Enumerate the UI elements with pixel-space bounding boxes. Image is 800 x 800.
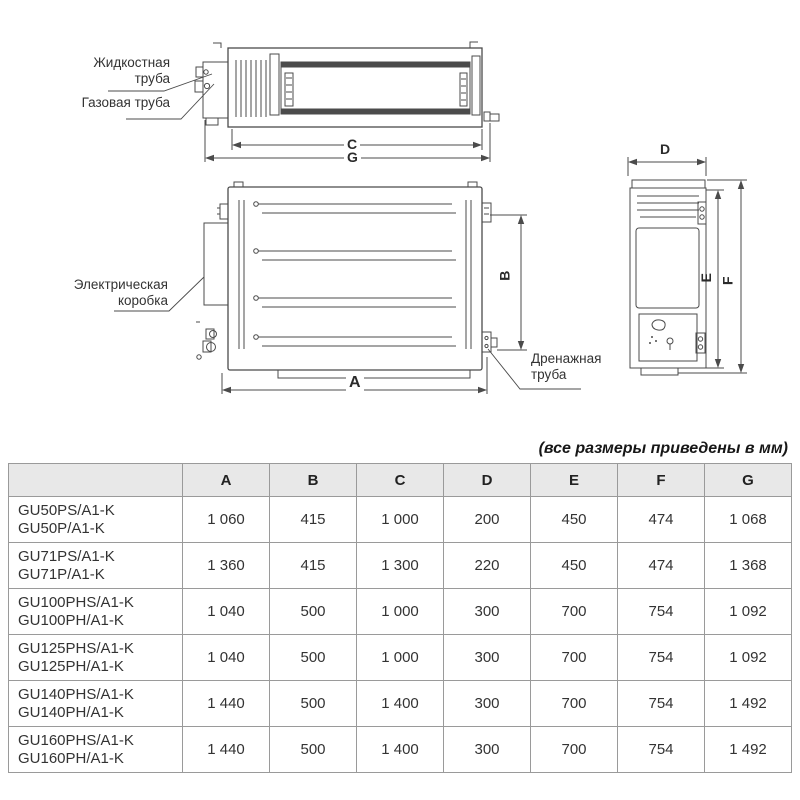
value-cell: 500 xyxy=(269,588,357,635)
model-cell: GU140PHS/A1-K GU140PH/A1-K xyxy=(8,680,183,727)
model-name: GU71P/A1-K xyxy=(18,565,105,583)
leader-lines xyxy=(108,73,581,390)
table-row: GU71PS/A1-K GU71P/A1-K 1 360 415 1 300 2… xyxy=(8,542,792,589)
electrical-box-label-line2: коробка xyxy=(117,293,168,308)
table-header-row: A B C D E F G xyxy=(8,463,792,497)
value-cell: 1 060 xyxy=(182,496,270,543)
model-cell: GU160PHS/A1-K GU160PH/A1-K xyxy=(8,726,183,773)
model-cell: GU71PS/A1-K GU71P/A1-K xyxy=(8,542,183,589)
header-e: E xyxy=(530,463,618,497)
value-cell: 1 092 xyxy=(704,634,792,681)
header-b: B xyxy=(269,463,357,497)
model-name: GU71PS/A1-K xyxy=(18,547,115,565)
header-g: G xyxy=(704,463,792,497)
value-cell: 300 xyxy=(443,726,531,773)
dim-letter-b: B xyxy=(496,270,513,281)
table-row: GU140PHS/A1-K GU140PH/A1-K 1 440 500 1 4… xyxy=(8,680,792,727)
value-cell: 1 400 xyxy=(356,680,444,727)
liquid-pipe-label-line2: труба xyxy=(134,71,170,86)
header-c: C xyxy=(356,463,444,497)
table-row: GU100PHS/A1-K GU100PH/A1-K 1 040 500 1 0… xyxy=(8,588,792,635)
value-cell: 1 368 xyxy=(704,542,792,589)
value-cell: 700 xyxy=(530,634,618,681)
side-view xyxy=(627,157,747,376)
value-cell: 450 xyxy=(530,542,618,589)
liquid-pipe-label-line1: Жидкостная xyxy=(93,55,170,70)
dim-letter-f: F xyxy=(719,276,736,285)
top-view xyxy=(194,41,500,162)
value-cell: 474 xyxy=(617,542,705,589)
value-cell: 754 xyxy=(617,634,705,681)
value-cell: 450 xyxy=(530,496,618,543)
model-name: GU125PH/A1-K xyxy=(18,657,124,675)
dimensions-table: A B C D E F G GU50PS/A1-K GU50P/A1-K 1 0… xyxy=(8,463,792,773)
model-name: GU50PS/A1-K xyxy=(18,501,115,519)
value-cell: 754 xyxy=(617,588,705,635)
value-cell: 1 492 xyxy=(704,680,792,727)
value-cell: 220 xyxy=(443,542,531,589)
value-cell: 700 xyxy=(530,588,618,635)
electrical-box-label: Электрическая коробка xyxy=(26,277,168,309)
value-cell: 1 300 xyxy=(356,542,444,589)
model-cell: GU100PHS/A1-K GU100PH/A1-K xyxy=(8,588,183,635)
value-cell: 415 xyxy=(269,542,357,589)
value-cell: 1 040 xyxy=(182,588,270,635)
value-cell: 1 440 xyxy=(182,726,270,773)
value-cell: 1 400 xyxy=(356,726,444,773)
model-name: GU160PH/A1-K xyxy=(18,749,124,767)
model-cell: GU125PHS/A1-K GU125PH/A1-K xyxy=(8,634,183,681)
dim-letter-d: D xyxy=(660,141,671,157)
value-cell: 415 xyxy=(269,496,357,543)
units-note: (все размеры приведены в мм) xyxy=(538,440,788,457)
value-cell: 700 xyxy=(530,680,618,727)
value-cell: 1 040 xyxy=(182,634,270,681)
dim-letter-g: G xyxy=(344,149,361,166)
value-cell: 1 000 xyxy=(356,496,444,543)
model-name: GU100PH/A1-K xyxy=(18,611,124,629)
value-cell: 754 xyxy=(617,726,705,773)
header-a: A xyxy=(182,463,270,497)
dim-letter-c: C xyxy=(344,136,361,153)
header-f: F xyxy=(617,463,705,497)
table-row: GU50PS/A1-K GU50P/A1-K 1 060 415 1 000 2… xyxy=(8,496,792,543)
gas-pipe-label: Газовая труба xyxy=(81,95,170,110)
model-name: GU125PHS/A1-K xyxy=(18,639,134,657)
model-name: GU50P/A1-K xyxy=(18,519,105,537)
value-cell: 300 xyxy=(443,680,531,727)
model-name: GU100PHS/A1-K xyxy=(18,593,134,611)
front-view xyxy=(196,181,527,394)
value-cell: 500 xyxy=(269,634,357,681)
table-row: GU160PHS/A1-K GU160PH/A1-K 1 440 500 1 4… xyxy=(8,726,792,773)
value-cell: 1 068 xyxy=(704,496,792,543)
electrical-box-label-line1: Электрическая xyxy=(73,277,168,292)
value-cell: 1 000 xyxy=(356,634,444,681)
drain-pipe-label-line1: Дренажная xyxy=(531,351,602,366)
value-cell: 300 xyxy=(443,588,531,635)
header-d: D xyxy=(443,463,531,497)
value-cell: 1 000 xyxy=(356,588,444,635)
table-row: GU125PHS/A1-K GU125PH/A1-K 1 040 500 1 0… xyxy=(8,634,792,681)
value-cell: 474 xyxy=(617,496,705,543)
value-cell: 754 xyxy=(617,680,705,727)
value-cell: 500 xyxy=(269,680,357,727)
model-name: GU140PH/A1-K xyxy=(18,703,124,721)
drain-pipe-label-line2: труба xyxy=(531,367,567,382)
value-cell: 1 492 xyxy=(704,726,792,773)
model-name: GU160PHS/A1-K xyxy=(18,731,134,749)
value-cell: 200 xyxy=(443,496,531,543)
model-cell: GU50PS/A1-K GU50P/A1-K xyxy=(8,496,183,543)
value-cell: 700 xyxy=(530,726,618,773)
value-cell: 300 xyxy=(443,634,531,681)
technical-drawing xyxy=(108,41,747,394)
value-cell: 1 360 xyxy=(182,542,270,589)
liquid-pipe-label: Жидкостная труба xyxy=(38,55,170,87)
dim-letter-a: A xyxy=(346,374,364,392)
value-cell: 1 440 xyxy=(182,680,270,727)
model-name: GU140PHS/A1-K xyxy=(18,685,134,703)
value-cell: 500 xyxy=(269,726,357,773)
value-cell: 1 092 xyxy=(704,588,792,635)
drain-pipe-label: Дренажная труба xyxy=(531,351,641,383)
dim-letter-e: E xyxy=(697,273,714,283)
header-model xyxy=(8,463,183,497)
